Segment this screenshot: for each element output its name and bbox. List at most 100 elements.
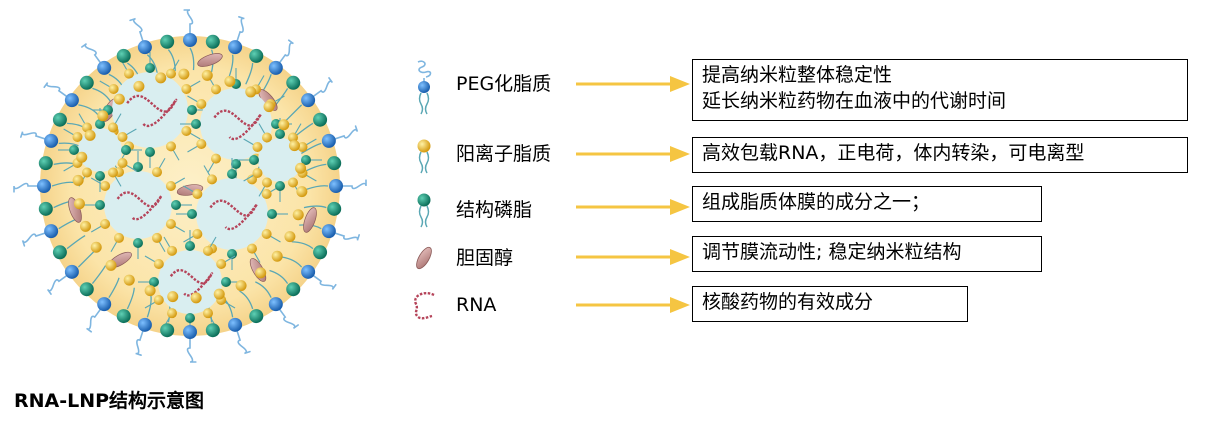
desc-cholesterol: 调节膜流动性; 稳定纳米粒结构 [702,241,962,263]
rna-strand [209,199,258,231]
lipid-tail [189,47,195,71]
phospholipid-head [185,241,195,251]
cationic-lipid-head [117,132,128,142]
cationic-lipid-head [284,231,296,243]
peg-lipid-head [137,317,152,332]
cationic-lipid-head [108,122,118,133]
arrow-rna [576,297,690,313]
peg-chain [135,324,146,356]
peg-chain [275,303,299,330]
figure-caption: RNA-LNP结构示意图 [14,390,205,412]
cationic-lipid-head [181,84,192,94]
peg-lipid-head [97,60,112,75]
aqueous-pocket [158,250,222,314]
legend-row-rna: RNA [410,290,1210,330]
rna-strand [213,109,262,141]
lipid-tail [146,54,159,75]
phospholipid-head [301,155,311,165]
aqueous-pocket [200,88,272,160]
cationic-lipid-head [108,167,118,178]
peg-chain [328,230,360,241]
cationic-lipid-head [72,132,83,142]
phospholipid-head [52,245,67,260]
desc-cationic: 高效包载RNA，正电荷，体内转染，可电离型 [702,142,1085,164]
cationic-lipid-head [76,151,88,163]
cationic-lipid-head [211,153,221,164]
phospholipid-head [149,277,159,287]
peg-chain [307,77,334,101]
cholesterol [303,207,317,233]
peg-lipid-head [37,179,51,193]
cationic-lipid-head [152,167,162,178]
desc-phospholipid: 组成脂质体膜的成分之一； [702,191,931,213]
cationic-lipid-head [201,69,213,81]
phospholipid-head [227,169,237,179]
lipid-tail [91,265,107,284]
aqueous-pocket [112,72,188,148]
phospholipid-head [116,309,131,324]
cationic-lipid-head [155,72,167,84]
peg-lipid-head [64,93,79,108]
phospholipid-head [160,34,175,49]
lipid-tail [228,54,234,78]
cationic-lipid-head [108,84,119,94]
phospholipid-head [69,145,79,155]
peg-chain [21,230,52,247]
peg-chain [129,17,146,48]
lipid-tail [167,49,176,71]
cationic-lipid-head [167,245,177,256]
lipid-tail [51,181,75,187]
cationic-lipid-head [152,232,162,243]
cationic-lipid-head [167,308,177,319]
phospholipid-head [160,323,175,338]
rna-strand [126,94,178,128]
cationic-lipid-head [213,288,225,300]
arrow-cholesterol [576,249,690,265]
cationic-lipid-head [262,132,272,143]
peg-chain [234,324,251,355]
cationic-lipid-head [181,126,192,136]
lipid-tail [78,104,99,116]
phospholipid-head [171,200,181,210]
peg-lipid-head [228,40,243,55]
cationic-lipid-head [216,259,227,269]
cationic-lipid-head [192,229,203,239]
legend-label-peg: PEG化脂质 [456,73,552,95]
phospholipid-head [205,323,220,338]
cationic-lipid-head [100,219,111,229]
phospholipid-head [121,145,131,155]
lipid-tail [255,281,272,298]
peg-lipid-head [64,264,79,279]
desc-box-rna: 核酸药物的有效成分 [692,286,968,322]
cationic-lipid-head [207,174,217,185]
cationic-lipid-head [196,139,207,149]
peg-lipid-head [137,40,152,55]
peg-chain [20,131,52,142]
rna-strand [169,268,214,297]
peg-lipid-head [301,93,316,108]
lipid-tail [126,287,135,310]
cationic-lipid-head [203,245,213,256]
rna-strand [116,191,163,221]
peg-lipid-head [321,133,336,148]
cationic-lipid-head [73,198,85,210]
cationic-lipid-head [203,308,213,319]
peg-lipid-head [268,60,283,75]
cationic-lipid-head [297,142,308,152]
peg-chain [43,82,73,101]
phospholipid-head [145,63,155,73]
phospholipid-head [313,112,328,127]
cationic-lipid-head [178,68,190,80]
cationic-lipid-head [165,181,176,191]
phospholipid-head [249,309,264,324]
peg-lipid-head [301,264,316,279]
cationic-lipid-head [166,68,176,79]
cationic-lipid-head [288,177,298,188]
cationic-lipid-head [97,110,109,122]
cationic-lipid-head [124,68,134,79]
peg-lipid-head [183,33,197,47]
cationic-lipid-head [196,99,207,109]
phospholipid-head [133,238,143,248]
phospholipid-head [313,245,328,260]
legend-label-rna: RNA [456,294,497,316]
